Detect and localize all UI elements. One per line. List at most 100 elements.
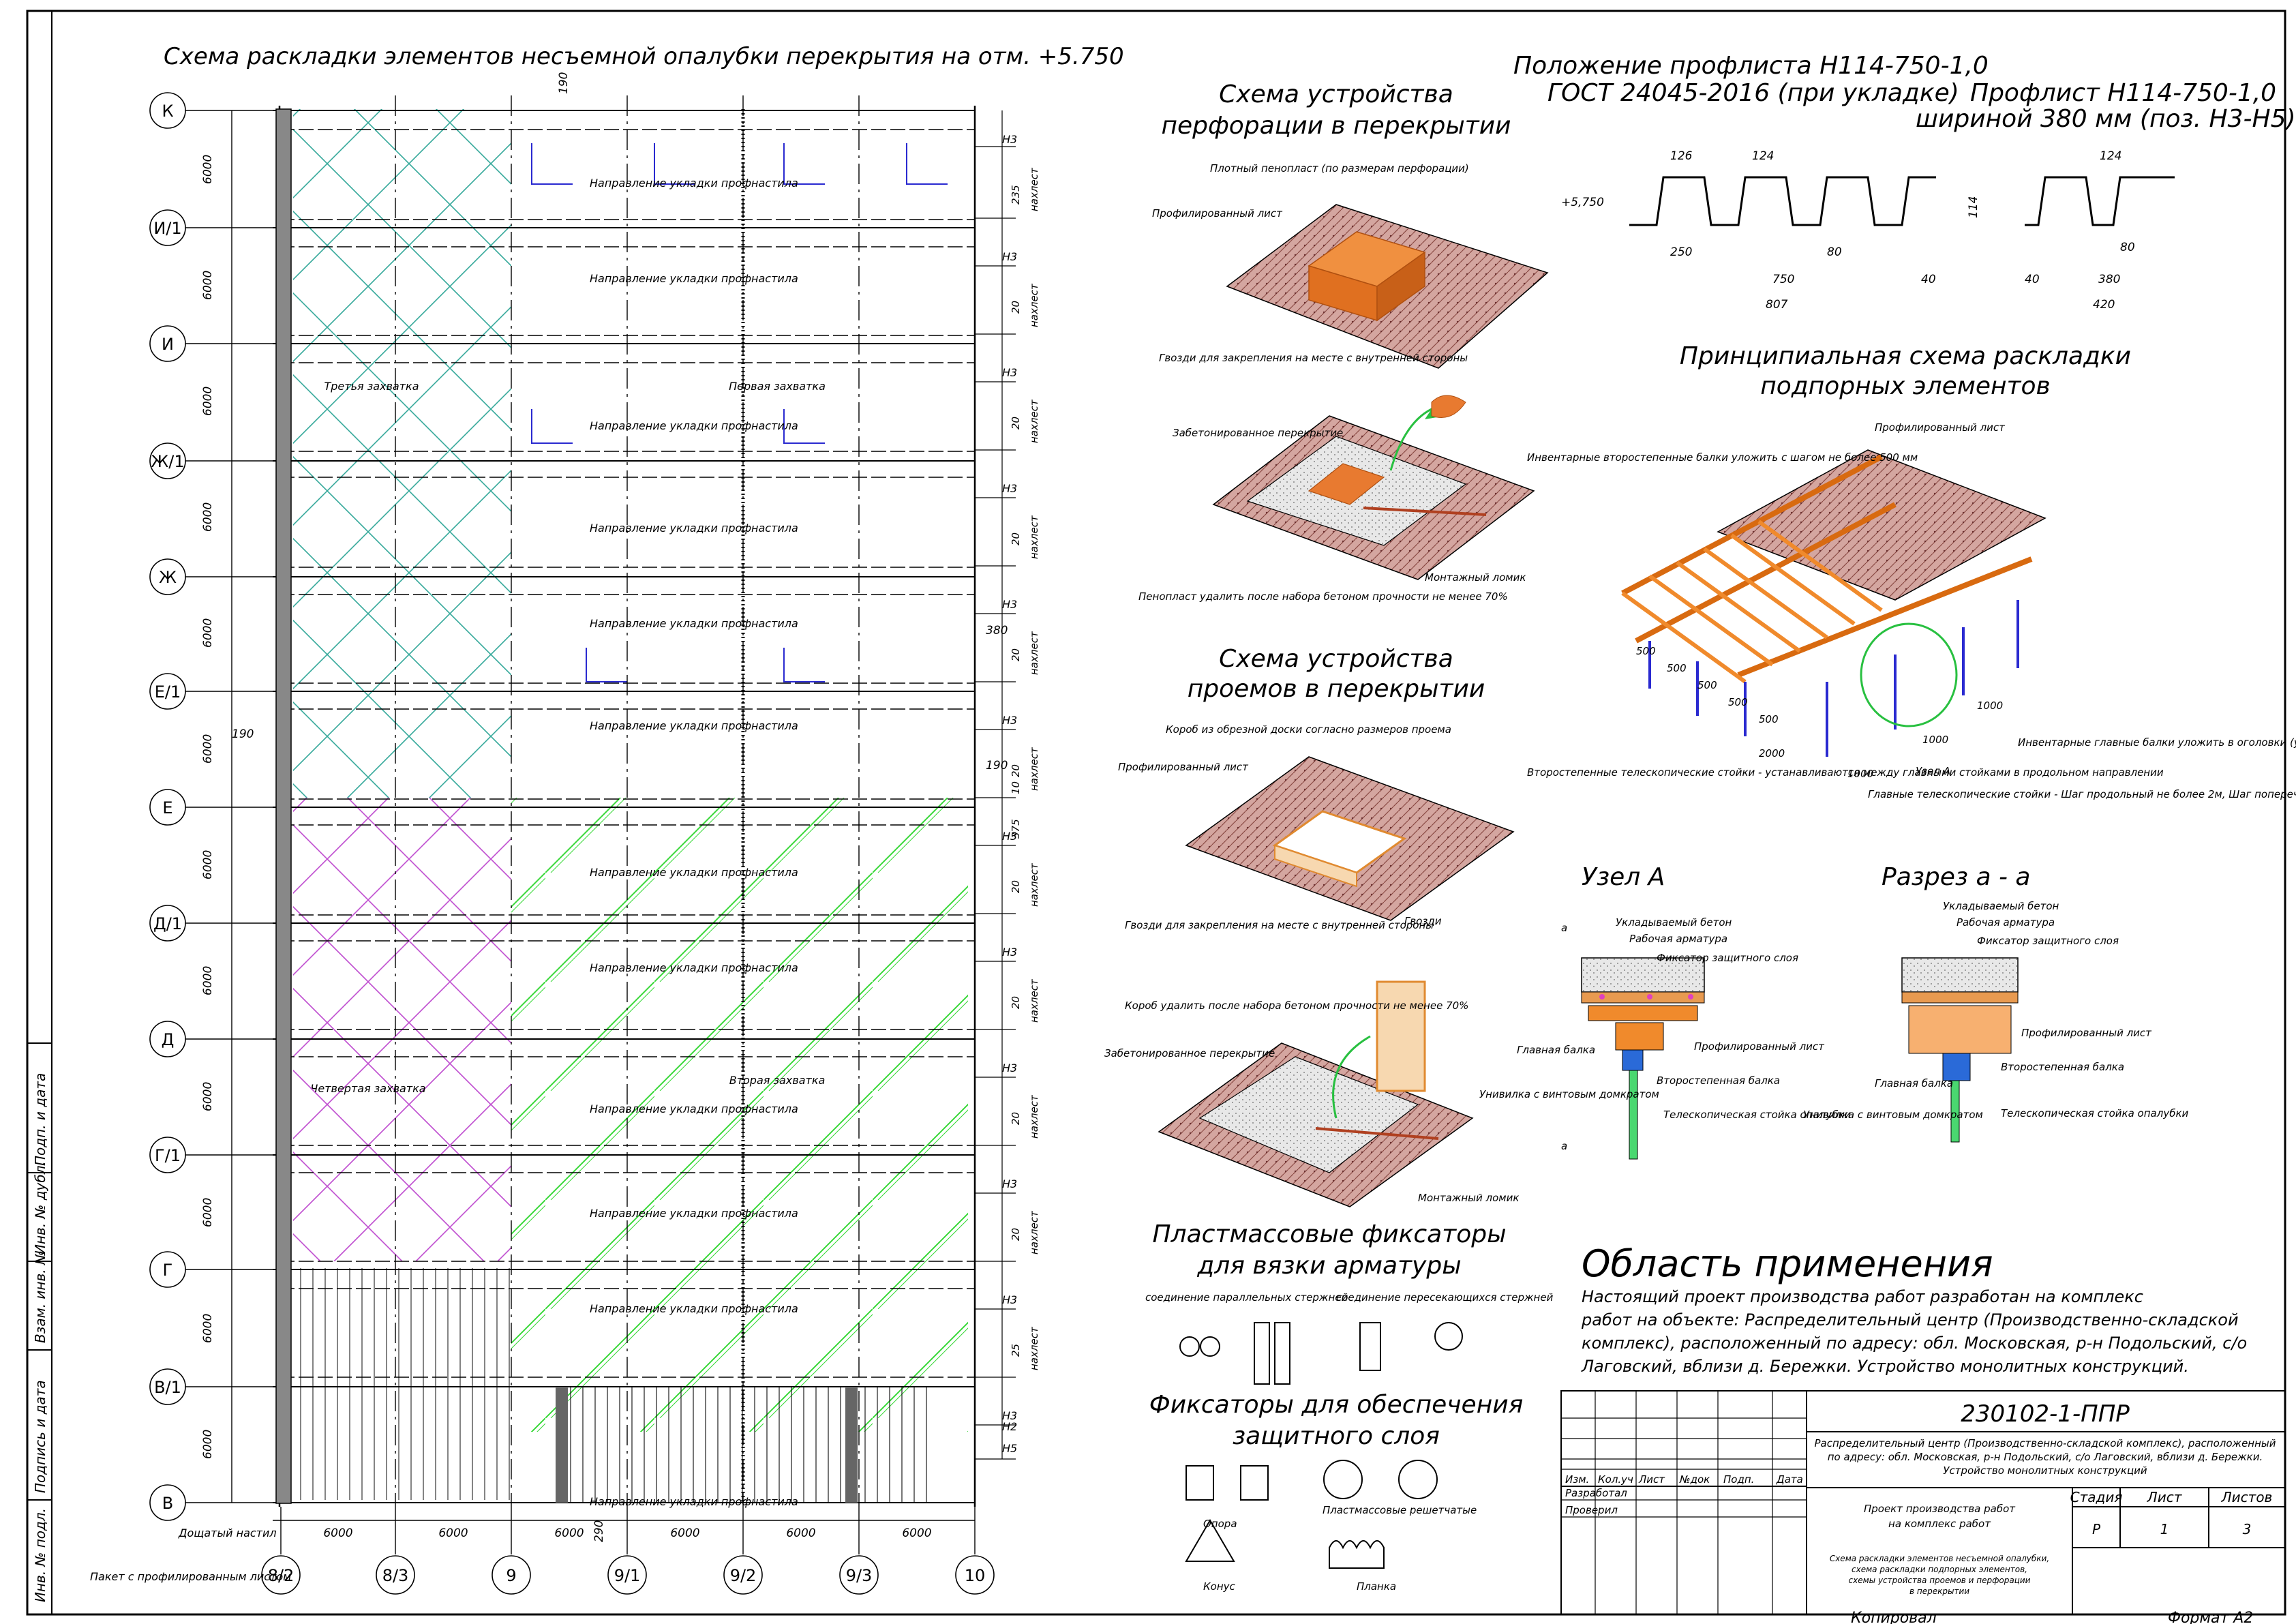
svg-text:3: 3 bbox=[2243, 1521, 2252, 1537]
stamp-code: 230102-1-ППР bbox=[1961, 1400, 2130, 1428]
svg-text:6000: 6000 bbox=[670, 1527, 699, 1540]
col-axis-8-3: 8/3 bbox=[382, 1566, 409, 1585]
svg-text:Н3: Н3 bbox=[1002, 133, 1017, 146]
svg-text:Направление укладки профнастил: Направление укладки профнастила bbox=[590, 617, 798, 630]
svg-text:Р: Р bbox=[2092, 1521, 2101, 1537]
side-stamp-labels: Инв. № подл. Подпись и дата Взам. инв. №… bbox=[32, 1073, 48, 1602]
svg-text:40: 40 bbox=[2025, 273, 2040, 286]
svg-text:500: 500 bbox=[1728, 696, 1748, 708]
overlap-labels: нахлест нахлест нахлест нахлест нахлест … bbox=[1010, 167, 1040, 1370]
svg-text:нахлест: нахлест bbox=[1028, 515, 1040, 559]
svg-text:Пластмассовые решетчатые: Пластмассовые решетчатые bbox=[1323, 1504, 1477, 1516]
svg-text:Проверил: Проверил bbox=[1565, 1504, 1618, 1516]
svg-text:1000: 1000 bbox=[1847, 768, 1873, 780]
svg-text:Второстепенная балка: Второстепенная балка bbox=[1657, 1074, 1780, 1087]
openings-labels: Короб из обрезной доски согласно размеро… bbox=[1104, 723, 1519, 1204]
col-axis-9-3: 9/3 bbox=[846, 1566, 873, 1585]
plank-label: Дощатый настил bbox=[178, 1527, 277, 1539]
support-labels: Профилированный лист Инвентарные второст… bbox=[1527, 421, 2296, 800]
svg-text:20: 20 bbox=[1010, 880, 1022, 893]
stamp-format: Формат А2 bbox=[2168, 1610, 2253, 1624]
svg-text:Подп. и дата: Подп. и дата bbox=[32, 1073, 48, 1166]
svg-text:Направление укладки профнастил: Направление укладки профнастила bbox=[590, 419, 798, 432]
svg-text:Лаговский, вблизи д. Бережки.: Лаговский, вблизи д. Бережки. Устройство… bbox=[1581, 1357, 2189, 1376]
direction-labels: Направление укладки профнастила Направле… bbox=[590, 177, 798, 1508]
svg-text:124: 124 bbox=[1752, 149, 1774, 163]
row-axis-zh1: Ж/1 bbox=[151, 452, 184, 471]
blue-panels bbox=[531, 143, 948, 682]
svg-text:Короб удалить после набора бет: Короб удалить после набора бетоном прочн… bbox=[1125, 999, 1468, 1012]
svg-text:Схема устройства: Схема устройства bbox=[1219, 645, 1453, 673]
svg-text:Листов: Листов bbox=[2221, 1489, 2273, 1505]
row-axis-d: Д bbox=[162, 1030, 175, 1049]
section-aa-labels: Укладываемый бетон Рабочая арматура Фикс… bbox=[1803, 900, 2189, 1121]
openings-figure bbox=[1158, 756, 1515, 1207]
svg-text:Монтажный ломик: Монтажный ломик bbox=[1425, 571, 1526, 584]
svg-text:20: 20 bbox=[1010, 1228, 1022, 1241]
svg-text:соединение параллельных стержн: соединение параллельных стержней bbox=[1145, 1291, 1348, 1304]
svg-text:80: 80 bbox=[1827, 245, 1842, 259]
svg-text:190: 190 bbox=[557, 72, 571, 94]
svg-text:соединение пересекающихся стер: соединение пересекающихся стержней bbox=[1336, 1291, 1554, 1304]
svg-text:20: 20 bbox=[1010, 301, 1022, 314]
stamp-copied: Копировал bbox=[1851, 1610, 1937, 1624]
row-axis-e1: Е/1 bbox=[155, 682, 181, 702]
svg-text:Забетонированное перекрытие: Забетонированное перекрытие bbox=[1173, 427, 1343, 439]
svg-text:Схема раскладки элементов несъ: Схема раскладки элементов несъемной опал… bbox=[1830, 1554, 2049, 1563]
svg-text:1000: 1000 bbox=[1922, 734, 1948, 746]
stamp-drawing: Схема раскладки элементов несъемной опал… bbox=[1830, 1554, 2049, 1596]
support-dims: 500 500 500 500 500 2000 1000 1000 1000 bbox=[1636, 645, 2003, 780]
svg-text:нахлест: нахлест bbox=[1028, 631, 1040, 675]
svg-text:20: 20 bbox=[1010, 648, 1022, 661]
fixator-icons bbox=[1179, 1322, 1463, 1569]
svg-text:для вязки арматуры: для вязки арматуры bbox=[1196, 1252, 1461, 1280]
row-axis-i: И bbox=[162, 335, 174, 354]
svg-text:126: 126 bbox=[1670, 149, 1693, 163]
svg-text:нахлест: нахлест bbox=[1028, 1210, 1040, 1254]
svg-text:80: 80 bbox=[2120, 241, 2135, 254]
svg-text:6000: 6000 bbox=[201, 1314, 215, 1343]
svg-text:Главная балка: Главная балка bbox=[1517, 1044, 1595, 1056]
svg-text:а: а bbox=[1561, 1140, 1567, 1152]
svg-text:в перекрытии: в перекрытии bbox=[1909, 1587, 1969, 1596]
stamp-project: Проект производства работ на комплекс ра… bbox=[1864, 1503, 2016, 1530]
row-axis-g1: Г/1 bbox=[155, 1146, 181, 1165]
node-a-figure bbox=[1581, 957, 1705, 1160]
svg-text:шириной 380 мм (поз. Н3-Н5): шириной 380 мм (поз. Н3-Н5) bbox=[1916, 105, 2296, 133]
svg-text:Н3: Н3 bbox=[1002, 1062, 1017, 1074]
row-axis-d1: Д/1 bbox=[153, 914, 182, 933]
svg-text:Укладываемый бетон: Укладываемый бетон bbox=[1943, 900, 2059, 912]
svg-text:250: 250 bbox=[1670, 245, 1692, 259]
svg-text:420: 420 bbox=[2093, 298, 2115, 312]
row-axis-labels: К И/1 И Ж/1 Ж Е/1 Е Д/1 Д Г/1 Г В/1 В bbox=[151, 102, 184, 1513]
svg-text:Третья захватка: Третья захватка bbox=[324, 380, 419, 393]
svg-text:500: 500 bbox=[1759, 713, 1779, 725]
svg-text:Пенопласт удалить после набора: Пенопласт удалить после набора бетоном п… bbox=[1138, 590, 1508, 603]
svg-text:Пластмассовые фиксаторы: Пластмассовые фиксаторы bbox=[1152, 1220, 1506, 1248]
svg-text:Телескопическая стойка опалубк: Телескопическая стойка опалубки bbox=[2001, 1107, 2189, 1119]
svg-text:Направление укладки профнастил: Направление укладки профнастила bbox=[590, 1302, 798, 1315]
svg-text:Распределительный центр (Произ: Распределительный центр (Производственно… bbox=[1815, 1437, 2276, 1449]
svg-text:6000: 6000 bbox=[201, 387, 215, 416]
stamp-sheet-info: Стадия Лист Листов Р 1 3 bbox=[2070, 1489, 2273, 1537]
svg-text:Гвозди для закрепления на мест: Гвозди для закрепления на месте с внутре… bbox=[1125, 919, 1434, 931]
svg-text:Направление укладки профнастил: Направление укладки профнастила bbox=[590, 1207, 798, 1220]
svg-text:Короб из обрезной доски соглас: Короб из обрезной доски согласно размеро… bbox=[1166, 723, 1451, 736]
svg-text:Направление укладки профнастил: Направление укладки профнастила bbox=[590, 272, 798, 285]
svg-text:Узел А: Узел А bbox=[1916, 765, 1950, 777]
section-aa-figure bbox=[1901, 957, 2019, 1143]
svg-text:Конус: Конус bbox=[1203, 1580, 1236, 1593]
svg-text:Узел А: Узел А bbox=[1582, 863, 1665, 891]
packet-label: Пакет с профилированным листом bbox=[90, 1570, 291, 1583]
svg-text:Н5: Н5 bbox=[1002, 1442, 1017, 1455]
svg-text:Н2: Н2 bbox=[1002, 1420, 1017, 1433]
svg-text:Н3: Н3 bbox=[1002, 482, 1017, 495]
perforation-labels: Плотный пенопласт (по размерам перфораци… bbox=[1138, 162, 1526, 603]
svg-text:Н3: Н3 bbox=[1002, 366, 1017, 379]
stamp-object: Распределительный центр (Производственно… bbox=[1815, 1437, 2276, 1477]
stamp-frame bbox=[1560, 1390, 2286, 1615]
svg-text:807: 807 bbox=[1766, 298, 1788, 312]
svg-text:Изм.: Изм. bbox=[1565, 1473, 1589, 1486]
svg-text:Разработал: Разработал bbox=[1565, 1487, 1627, 1499]
